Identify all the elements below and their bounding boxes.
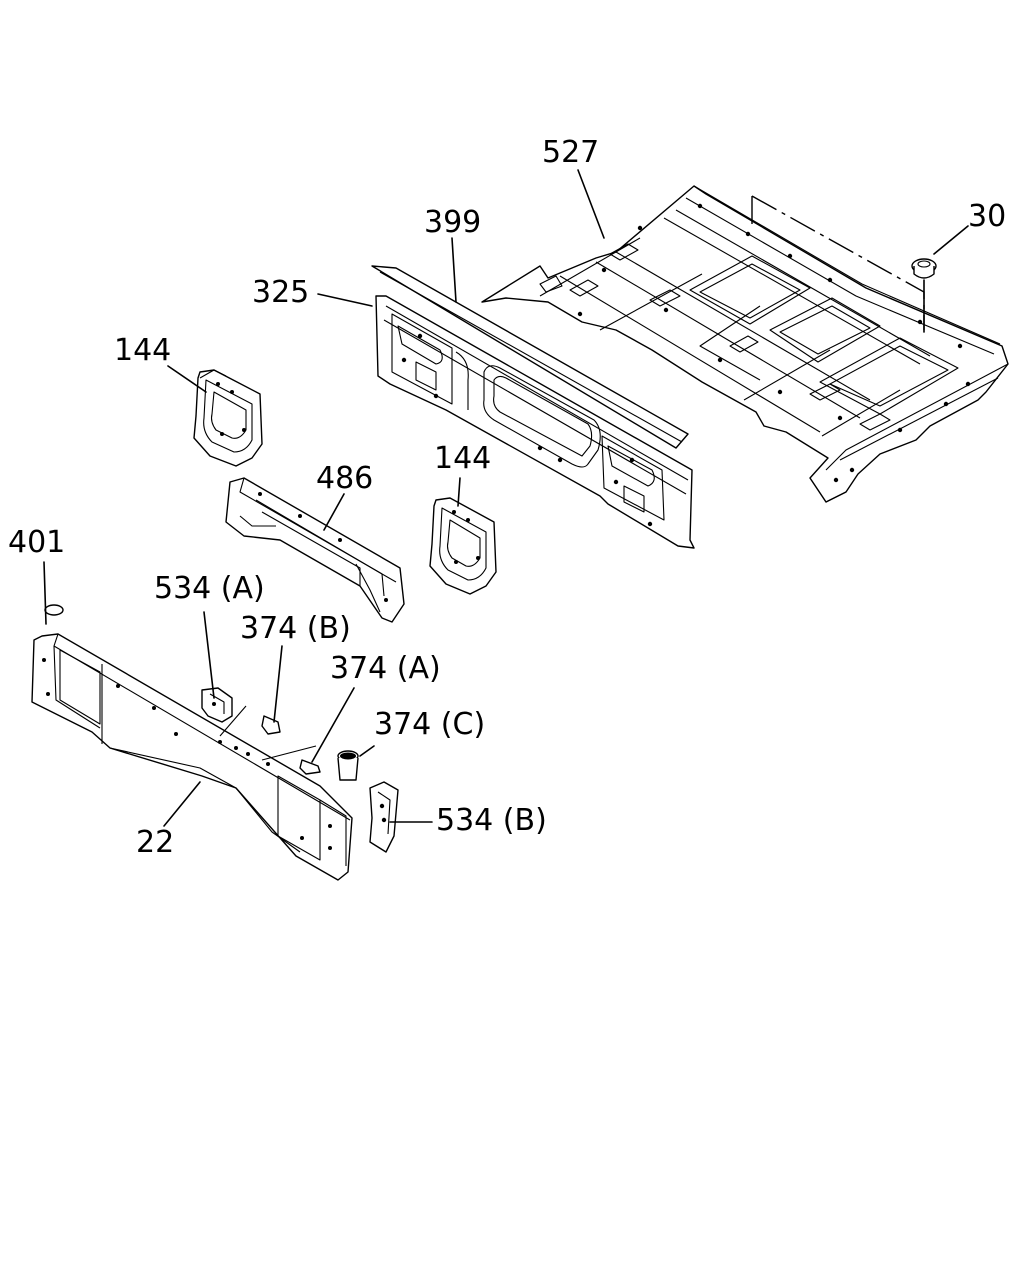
label-534a: 534 (A) <box>154 571 265 606</box>
clip-374b[interactable] <box>261 715 281 735</box>
label-22: 22 <box>136 825 174 860</box>
label-144-right: 144 <box>434 441 491 476</box>
bracket-534a[interactable] <box>201 687 233 723</box>
grommet-30[interactable] <box>911 258 937 279</box>
label-325: 325 <box>252 275 309 310</box>
nut-374c[interactable] <box>337 750 359 781</box>
label-374c: 374 (C) <box>374 707 485 742</box>
label-486: 486 <box>316 461 373 496</box>
label-534b: 534 (B) <box>436 803 547 838</box>
end-panel-325[interactable] <box>375 295 695 549</box>
label-30: 30 <box>968 199 1006 234</box>
sill-22[interactable] <box>31 633 353 881</box>
floor-panel-527[interactable] <box>481 185 1009 503</box>
strip-399[interactable] <box>371 265 689 449</box>
crossmember-486[interactable] <box>225 477 405 623</box>
leader-lines <box>43 169 969 827</box>
bracket-144-right[interactable] <box>429 497 497 595</box>
label-374b: 374 (B) <box>240 611 351 646</box>
label-527: 527 <box>542 135 599 170</box>
clip-374a[interactable] <box>299 759 321 775</box>
bracket-534b[interactable] <box>369 781 399 853</box>
bracket-144-left[interactable] <box>193 369 263 467</box>
label-399: 399 <box>424 205 481 240</box>
label-144-left: 144 <box>114 333 171 368</box>
label-374a: 374 (A) <box>330 651 441 686</box>
plug-401[interactable] <box>44 604 64 616</box>
label-401: 401 <box>8 525 65 560</box>
